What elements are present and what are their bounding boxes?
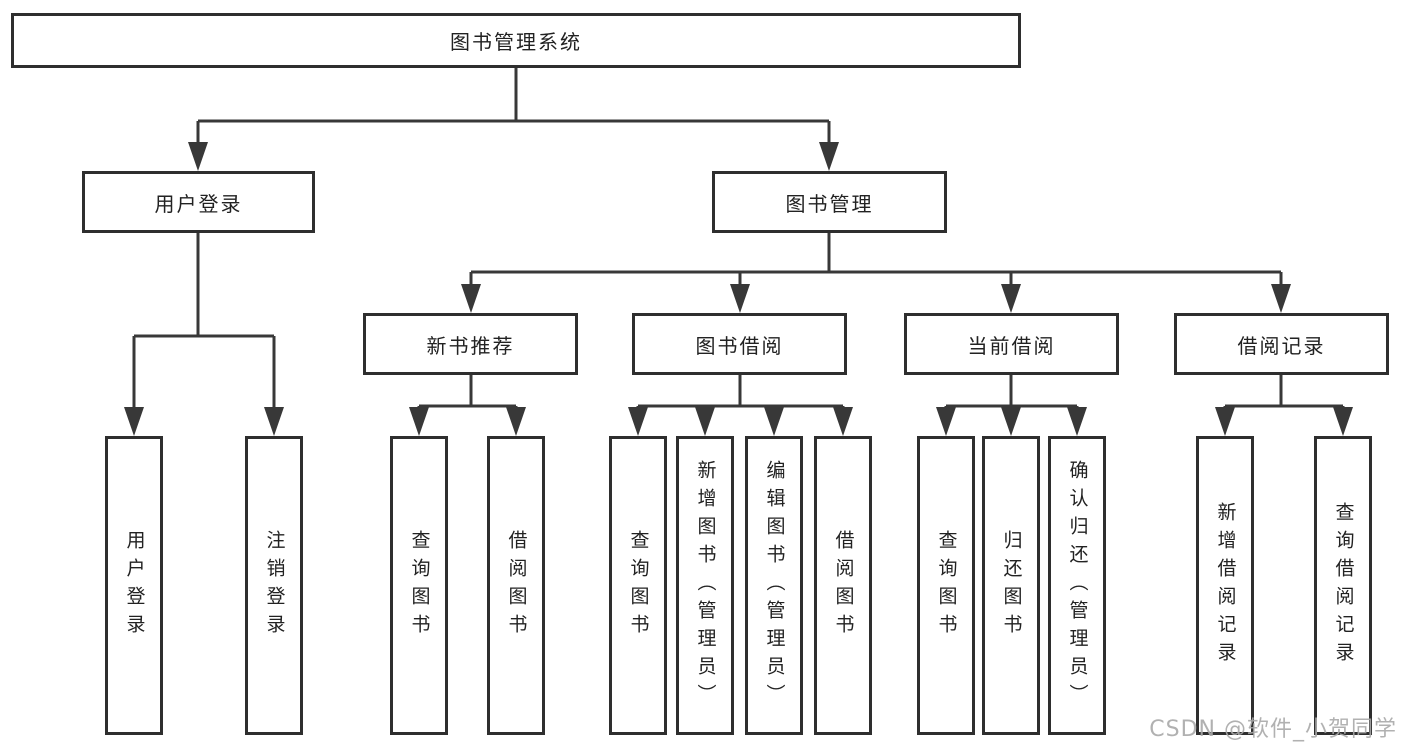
arrowheads bbox=[124, 142, 1353, 436]
leaf-return-books: 归还图书 bbox=[982, 436, 1040, 735]
leaf-user-login: 用户登录 bbox=[105, 436, 163, 735]
leaf-query-borrow-record: 查询借阅记录 bbox=[1314, 436, 1372, 735]
leaf-borrow-books: 借阅图书 bbox=[814, 436, 872, 735]
csdn-watermark: CSDN @软件_小贺同学 bbox=[1149, 717, 1397, 742]
leaf-logout: 注销登录 bbox=[245, 436, 303, 735]
node-new-book-recommend: 新书推荐 bbox=[363, 313, 578, 375]
leaf-query-books-borrow: 查询图书 bbox=[609, 436, 667, 735]
node-user-login: 用户登录 bbox=[82, 171, 315, 233]
node-book-borrow: 图书借阅 bbox=[632, 313, 847, 375]
leaf-add-borrow-record: 新增借阅记录 bbox=[1196, 436, 1254, 735]
node-book-management: 图书管理 bbox=[712, 171, 947, 233]
leaf-query-books-recommend: 查询图书 bbox=[390, 436, 448, 735]
leaf-borrow-books-recommend: 借阅图书 bbox=[487, 436, 545, 735]
leaf-query-books-current: 查询图书 bbox=[917, 436, 975, 735]
leaf-confirm-return-admin: 确认归还（管理员） bbox=[1048, 436, 1106, 735]
node-root: 图书管理系统 bbox=[11, 13, 1021, 68]
node-borrow-records: 借阅记录 bbox=[1174, 313, 1389, 375]
leaf-edit-books-admin: 编辑图书（管理员） bbox=[745, 436, 803, 735]
node-current-borrow: 当前借阅 bbox=[904, 313, 1119, 375]
leaf-add-books-admin: 新增图书（管理员） bbox=[676, 436, 734, 735]
